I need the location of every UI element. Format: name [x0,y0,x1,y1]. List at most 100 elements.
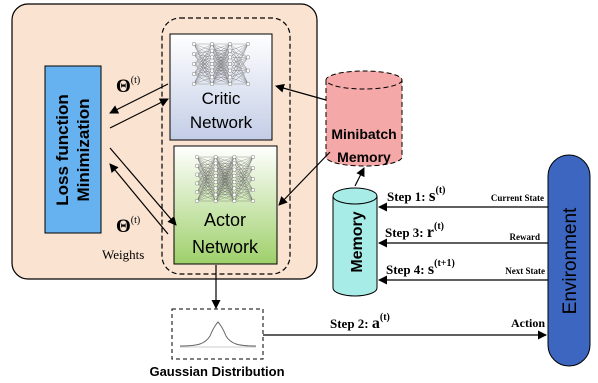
critic-network-box[interactable] [169,33,273,141]
nn-node [232,192,237,197]
nn-edge [229,57,249,78]
environment-box[interactable] [547,154,591,367]
theta-bottom: Θ(t) [116,215,140,237]
nn-edge [196,156,216,166]
nn-edge [193,57,213,85]
nn-edge [196,169,216,202]
nn-edge [193,43,213,58]
nn-edge [196,188,216,202]
nn-edge [234,156,254,169]
nn-node [213,154,218,159]
nn-edge [229,77,249,85]
nn-edge [234,156,254,164]
nn-node [250,187,255,192]
nn-node [232,161,237,166]
nn-edge [215,156,235,164]
nn-edge [196,156,216,193]
nn-edge [193,50,213,85]
nn-edge [196,165,216,189]
nn-edge [193,70,213,75]
nn-node [227,81,232,86]
actor-network-label: Network [192,237,259,257]
nn-edge [234,156,254,176]
nn-edge [196,156,216,183]
nn-edge [193,73,213,78]
nn-edge [215,156,235,189]
nn-edge [215,188,235,202]
nn-edge [229,43,249,71]
nn-node [194,190,199,195]
nn-edge [234,156,254,189]
nn-node [209,68,214,73]
nn-edge [229,70,249,85]
nn-node [213,161,218,166]
nn-edge [196,188,216,193]
nn-edge [196,163,216,184]
nn-edge [234,169,254,202]
memory-cylinder[interactable] [332,187,378,297]
nn-edge [215,156,235,170]
nn-edge [196,174,216,177]
nn-edge [193,43,213,85]
arrow-actor-to-loss [109,163,169,235]
nn-edge [196,194,216,202]
nn-node [209,75,214,80]
nn-edge [234,167,254,183]
nn-edge [229,43,249,85]
nn-edge [234,178,254,202]
nn-edge [196,169,216,175]
nn-edge [211,43,231,71]
nn-node [213,173,218,178]
minibatch-memory-cylinder[interactable] [325,70,403,167]
nn-edge [234,169,254,180]
step1-label: Step 1: s(t) [387,185,446,205]
step1-tag: Current State [491,193,544,203]
nn-edge [196,156,216,195]
critic-label: Critic [202,89,241,108]
nn-edge [193,63,213,75]
step4-tag: Next State [505,266,545,276]
actor-network-box[interactable] [173,145,278,265]
nn-node [194,181,199,186]
nn-edge [234,178,254,183]
nn-node [194,154,199,159]
nn-edge [196,156,216,164]
nn-edge [196,192,216,195]
nn-node [227,62,232,67]
loss-function-box[interactable] [44,65,102,234]
gaussian-curve-icon [179,321,257,347]
nn-edge [234,163,254,180]
nn-edge [234,182,254,202]
nn-node [245,81,250,86]
nn-edge [196,175,216,202]
nn-node [232,167,237,172]
nn-node [191,71,196,76]
nn-edge [196,174,216,195]
nn-edge [234,156,254,191]
nn-node [227,42,232,47]
nn-node [232,198,237,203]
nn-node [213,186,218,191]
nn-edge [196,169,216,184]
nn-node [245,55,250,60]
nn-node [209,81,214,86]
nn-node [250,154,255,159]
nn-edge [234,163,254,169]
nn-edge [234,175,254,202]
nn-edge [196,175,216,184]
arrow-loss-to-critic [109,98,169,129]
nn-edge [196,156,216,170]
nn-node [209,55,214,60]
nn-edge [211,43,231,78]
critic-network-label: Network [190,113,253,132]
nn-edge [211,43,231,58]
nn-node [191,52,196,57]
gaussian-label: Gaussian Distribution [149,364,284,379]
memory-label: Memory [349,211,366,272]
nn-edge [215,156,235,183]
nn-edge [193,43,213,55]
step2-label: Step 2: a(t) [330,312,390,332]
gaussian-box[interactable] [171,308,264,360]
arrow-minibatch-to-actor [278,151,331,206]
critic-nn-icon [191,42,250,86]
